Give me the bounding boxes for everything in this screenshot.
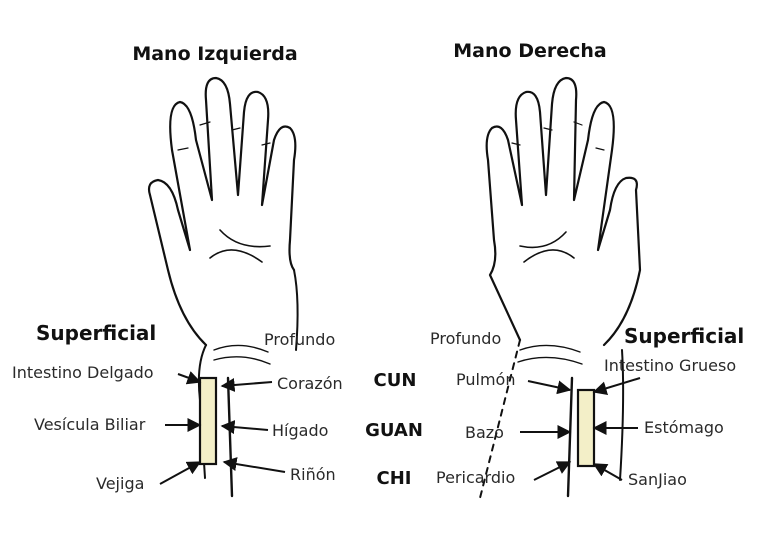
right-arrow-superficial-3: [592, 463, 623, 481]
left-arrow-profundo-3: [222, 457, 286, 473]
left-superficial-heading: Superficial: [36, 321, 156, 345]
right-superficial-1: Intestino Grueso: [604, 356, 736, 375]
right-superficial-3: SanJiao: [628, 470, 687, 489]
position-cun: CUN: [374, 370, 417, 391]
left-profundo-heading: Profundo: [264, 330, 335, 349]
right-profundo-3: Pericardio: [436, 468, 515, 487]
left-arrow-profundo-1: [220, 378, 273, 392]
right-hand-illustration: [479, 76, 642, 499]
right-hand-title: Mano Derecha: [453, 40, 606, 62]
left-superficial-3: Vejiga: [96, 474, 144, 493]
left-profundo-3: Riñón: [290, 465, 336, 484]
position-chi: CHI: [377, 468, 412, 489]
left-arrow-superficial-3: [159, 461, 202, 485]
right-arrow-profundo-1: [527, 380, 572, 395]
right-artery: [576, 388, 596, 468]
left-arrow-profundo-2: [220, 420, 269, 435]
right-arrow-superficial-1: [592, 377, 641, 396]
left-profundo-1: Corazón: [277, 374, 343, 393]
right-superficial-2: Estómago: [644, 418, 724, 437]
left-artery: [198, 376, 218, 466]
right-profundo-heading: Profundo: [430, 329, 501, 348]
left-hand-title: Mano Izquierda: [132, 43, 297, 65]
left-arrow-superficial-1: [177, 371, 202, 385]
right-superficial-heading: Superficial: [624, 324, 744, 348]
position-guan: GUAN: [365, 420, 423, 441]
left-superficial-2: Vesícula Biliar: [34, 415, 146, 434]
right-profundo-2: Bazo: [465, 423, 504, 442]
right-arrow-profundo-3: [533, 461, 572, 481]
left-superficial-1: Intestino Delgado: [12, 363, 154, 382]
left-profundo-2: Hígado: [272, 421, 328, 440]
right-profundo-1: Pulmón: [456, 370, 515, 389]
